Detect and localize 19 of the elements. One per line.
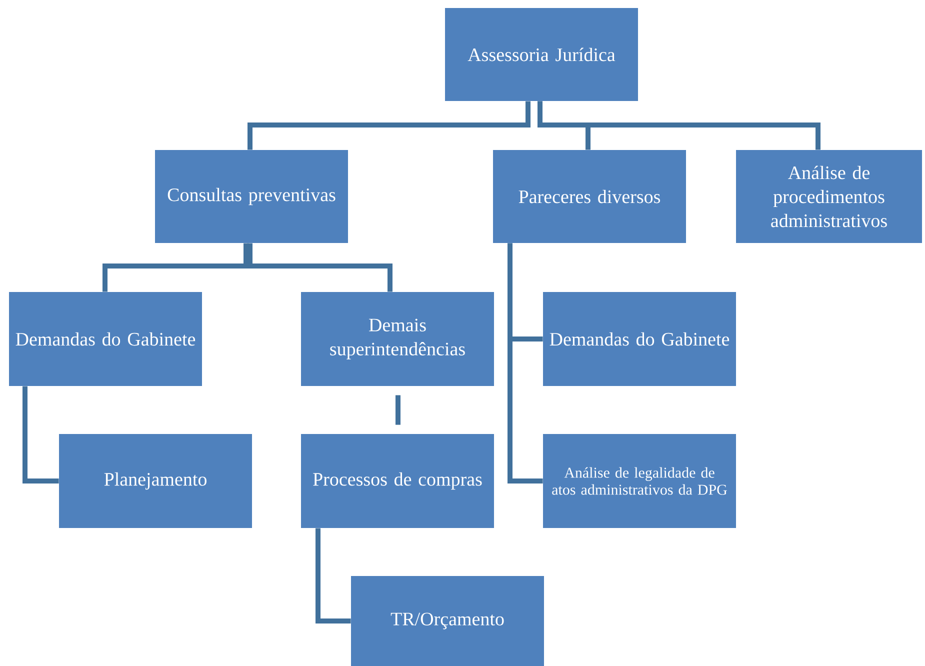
org-box: Pareceres diversos [493, 150, 686, 243]
connector [316, 528, 351, 624]
org-box: Processos de compras [301, 434, 494, 528]
connector [248, 101, 530, 150]
connector [22, 386, 59, 484]
connector [508, 243, 543, 484]
org-box: Consultas preventivas [155, 150, 348, 243]
org-box: Assessoria Jurídica [445, 8, 638, 101]
org-box: TR/Orçamento [351, 576, 544, 666]
org-box: Demandas do Gabinete [543, 292, 736, 386]
org-box: Demandas do Gabinete [9, 292, 202, 386]
org-box: Análise de legalidade de atos administrativos da DPG [543, 434, 736, 528]
org-box: Análise de procedimentos administrativos [736, 150, 922, 243]
connector [248, 243, 392, 292]
connector [538, 101, 820, 150]
connector [396, 395, 400, 425]
org-box: Planejamento [59, 434, 252, 528]
connector [102, 243, 248, 292]
org-box: Demais superintendências [301, 292, 494, 386]
